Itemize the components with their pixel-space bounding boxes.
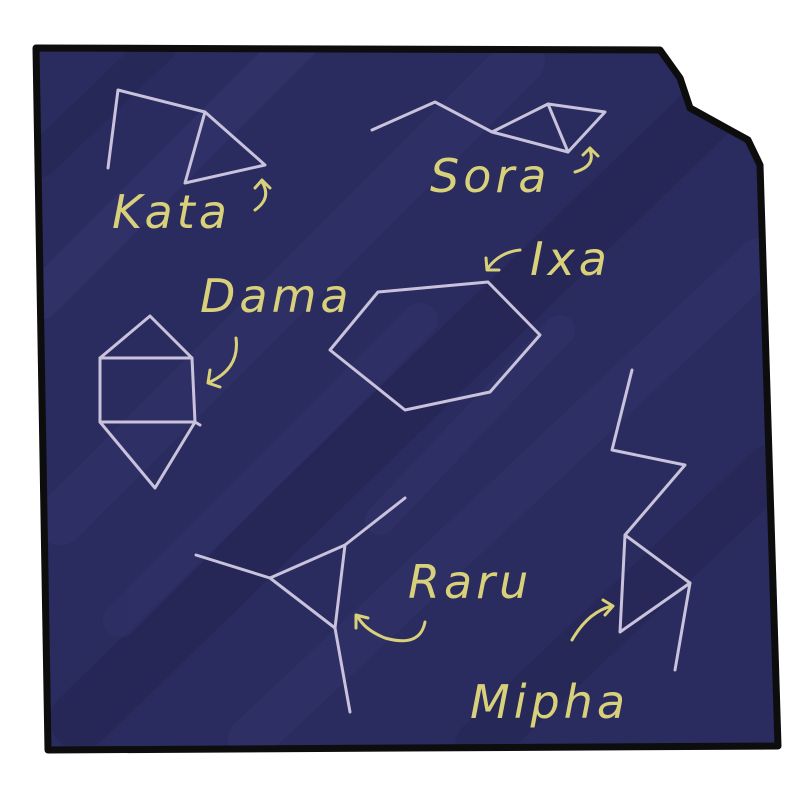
constellation-kata [106,88,267,185]
raru-arrow [354,613,427,643]
dama-arrow [206,336,238,389]
kata-lines [106,88,267,185]
constellation-mipha [610,368,692,672]
mipha-arrow [570,598,615,642]
label-arrows [206,146,615,643]
night-sky-panel [36,48,778,750]
brush-texture [36,48,778,750]
constellation-labels: Kata Sora Ixa Dama Raru Mipha [112,149,629,729]
ixa-lines [328,280,542,412]
label-kata: Kata [112,185,231,239]
kata-arrow [253,178,272,212]
label-dama: Dama [200,269,353,323]
dama-lines-bottom [98,420,202,490]
constellation-raru [194,496,407,714]
mipha-lines-tail [673,581,692,672]
label-mipha: Mipha [470,675,629,729]
raru-arm-bottom [333,626,352,714]
map-border [32,44,782,754]
label-sora: Sora [430,149,550,203]
sora-lines-inner [546,102,570,154]
dama-lines-top [98,314,194,360]
raru-arm-top [343,496,407,547]
constellation-dama [98,314,202,490]
mipha-lines [610,368,692,634]
constellation-ixa [328,280,542,412]
ixa-arrow [484,248,522,272]
label-raru: Raru [408,555,532,609]
constellation-sora [370,100,607,154]
sora-arrow [573,146,600,174]
dama-lines-box [98,356,197,424]
label-ixa: Ixa [530,232,611,286]
